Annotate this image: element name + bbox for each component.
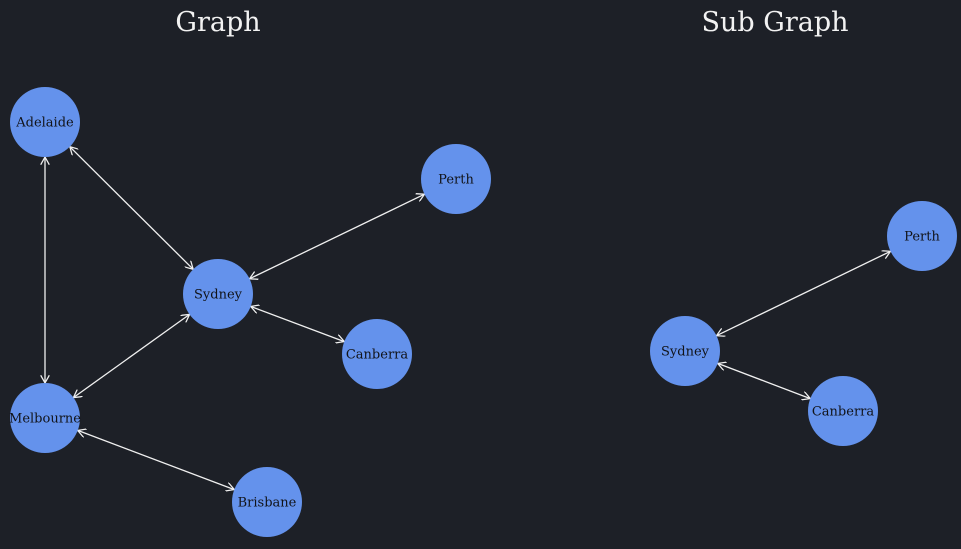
graph-node-melbourne[interactable]: Melbourne: [9, 383, 81, 453]
subgraph-title: Sub Graph: [702, 7, 849, 38]
graph-edge-adelaide-sydney: [70, 147, 193, 270]
subgraph-node-circle-perth: [887, 201, 957, 271]
graph-node-canberra[interactable]: Canberra: [342, 319, 412, 389]
subgraph-node-label-canberra: Canberra: [812, 405, 875, 420]
graph-edge-sydney-canberra: [251, 306, 345, 341]
graph-node-circle-brisbane: [232, 467, 302, 537]
subgraph-node-sydney[interactable]: Sydney: [650, 316, 720, 386]
graph-edge-melbourne-brisbane: [78, 430, 235, 489]
graph-edge-sydney-melbourne: [73, 314, 189, 397]
graph-node-circle-adelaide: [10, 87, 80, 157]
graph-node-label-canberra: Canberra: [346, 348, 409, 363]
graph-node-label-sydney: Sydney: [194, 288, 243, 303]
graph-panel: AdelaidePerthSydneyCanberraMelbourneBris…: [9, 87, 491, 537]
graph-edge-perth-sydney: [250, 194, 425, 279]
graph-node-brisbane[interactable]: Brisbane: [232, 467, 302, 537]
graph-node-circle-perth: [421, 144, 491, 214]
subgraph-node-circle-sydney: [650, 316, 720, 386]
subgraph-edge-perth-sydney: [717, 251, 891, 335]
subgraph-node-circle-canberra: [808, 376, 878, 446]
graph-node-adelaide[interactable]: Adelaide: [10, 87, 80, 157]
subgraph-node-canberra[interactable]: Canberra: [808, 376, 878, 446]
graph-node-circle-canberra: [342, 319, 412, 389]
graph-node-sydney[interactable]: Sydney: [183, 259, 253, 329]
graph-node-label-perth: Perth: [438, 173, 474, 188]
graph-node-label-melbourne: Melbourne: [9, 412, 81, 427]
graph-node-circle-sydney: [183, 259, 253, 329]
subgraph-node-label-perth: Perth: [904, 230, 940, 245]
graph-node-label-brisbane: Brisbane: [238, 496, 297, 511]
subgraph-edge-sydney-canberra: [718, 363, 811, 398]
graph-title: Graph: [175, 7, 260, 38]
graph-node-perth[interactable]: Perth: [421, 144, 491, 214]
subgraph-node-perth[interactable]: Perth: [887, 201, 957, 271]
subgraph-node-label-sydney: Sydney: [661, 345, 710, 360]
graph-node-label-adelaide: Adelaide: [15, 116, 74, 131]
graph-node-circle-melbourne: [10, 383, 80, 453]
